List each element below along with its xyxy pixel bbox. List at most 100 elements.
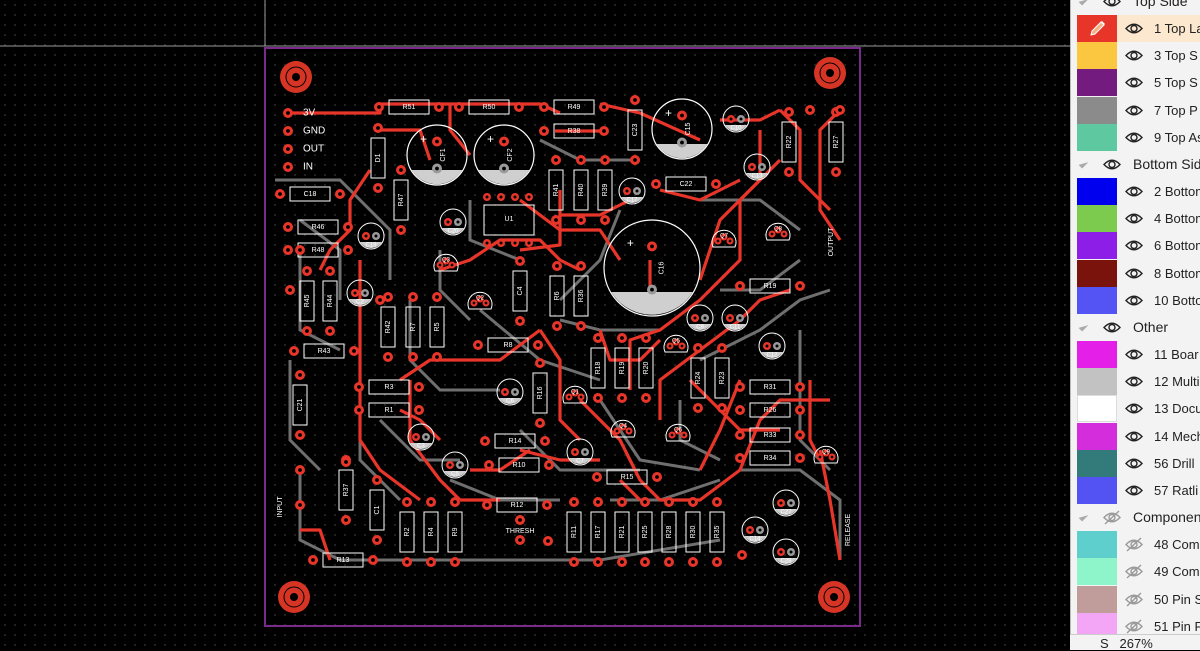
layer-row[interactable]: 9 Top As — [1077, 123, 1200, 151]
layer-row[interactable]: 5 Top S — [1077, 69, 1200, 97]
eye-icon[interactable] — [1125, 21, 1143, 36]
layer-group-title: Other — [1133, 319, 1169, 335]
layer-row[interactable]: 57 Ratli — [1077, 477, 1200, 504]
eye-icon[interactable] — [1103, 0, 1121, 9]
collapse-triangle-icon[interactable] — [1078, 321, 1089, 332]
collapse-triangle-icon[interactable] — [1078, 158, 1089, 169]
collapse-triangle-icon[interactable] — [1078, 0, 1089, 6]
eye-icon[interactable] — [1125, 48, 1143, 63]
layer-color-swatch[interactable] — [1077, 96, 1117, 124]
layer-row[interactable]: 8 Bottom — [1077, 259, 1200, 287]
component-outline — [781, 121, 797, 163]
layer-group-other[interactable]: Other — [1071, 314, 1200, 341]
component-ref: R16 — [537, 386, 544, 399]
eye-hidden-icon[interactable] — [1125, 619, 1143, 634]
layer-row[interactable]: 50 Pin S — [1077, 585, 1200, 613]
layer-color-swatch[interactable] — [1077, 449, 1117, 477]
pad-hole — [386, 295, 390, 299]
pad-hole — [286, 111, 290, 115]
eye-hidden-icon[interactable] — [1125, 537, 1143, 552]
eye-icon[interactable] — [1125, 266, 1143, 281]
pad-hole — [682, 433, 686, 437]
layer-color-swatch[interactable] — [1077, 368, 1117, 396]
pad-hole — [670, 433, 674, 437]
layer-color-swatch[interactable] — [1077, 178, 1117, 205]
layer-row[interactable]: 12 Multi — [1077, 368, 1200, 396]
layer-color-swatch[interactable] — [1077, 69, 1117, 97]
pad-hole — [444, 259, 448, 263]
eye-icon[interactable] — [1103, 157, 1121, 172]
eye-icon[interactable] — [1125, 211, 1143, 226]
layer-group-bottom-side[interactable]: Bottom Side — [1071, 151, 1200, 178]
layer-row[interactable]: 10 Botto — [1077, 286, 1200, 314]
bottom-trace — [298, 250, 341, 352]
layer-color-swatch[interactable] — [1077, 531, 1117, 559]
layer-row[interactable]: 4 Bottom — [1077, 205, 1200, 233]
eye-icon[interactable] — [1125, 293, 1143, 308]
component-ref: R19 — [619, 361, 626, 374]
layer-row[interactable]: 13 Docu — [1077, 395, 1200, 423]
layer-label: 14 Mech — [1154, 428, 1200, 444]
eye-icon[interactable] — [1125, 130, 1143, 145]
eye-icon[interactable] — [1125, 429, 1143, 444]
layer-row[interactable]: 51 Pin F — [1077, 612, 1200, 640]
layer-color-swatch[interactable] — [1077, 558, 1117, 586]
layer-color-swatch[interactable] — [1077, 477, 1117, 504]
eye-icon[interactable] — [1125, 374, 1143, 389]
layer-color-swatch[interactable] — [1077, 422, 1117, 450]
layer-color-swatch[interactable] — [1077, 259, 1117, 287]
eye-icon[interactable] — [1125, 483, 1143, 498]
eye-icon[interactable] — [1125, 75, 1143, 90]
layer-row[interactable]: 11 Boar — [1077, 341, 1200, 368]
eye-hidden-icon[interactable] — [1103, 510, 1121, 525]
layer-row[interactable]: 2 Bottom — [1077, 178, 1200, 205]
layer-color-swatch[interactable] — [1077, 585, 1117, 613]
layer-row[interactable]: 14 Mech — [1077, 422, 1200, 450]
layer-row[interactable]: 56 Drill — [1077, 449, 1200, 477]
layer-color-swatch[interactable] — [1077, 123, 1117, 151]
layer-row[interactable]: 48 Com — [1077, 531, 1200, 559]
eye-icon[interactable] — [1125, 456, 1143, 471]
cap-polarity — [360, 242, 382, 249]
layer-row[interactable]: 3 Top S — [1077, 42, 1200, 70]
layer-row[interactable]: 7 Top P — [1077, 96, 1200, 124]
component-ref: R1 — [385, 407, 394, 414]
component-outline — [303, 343, 345, 359]
eye-icon[interactable] — [1125, 103, 1143, 118]
layer-row[interactable]: 1 Top La — [1077, 15, 1200, 42]
pad-hole — [371, 558, 375, 562]
pad-hole — [789, 550, 793, 554]
layer-color-swatch[interactable] — [1077, 232, 1117, 260]
layer-row[interactable]: 49 Com — [1077, 558, 1200, 586]
eye-icon[interactable] — [1125, 184, 1143, 199]
layer-color-swatch[interactable] — [1077, 341, 1117, 368]
eye-icon[interactable] — [1125, 238, 1143, 253]
pad-hole — [499, 241, 503, 245]
zoom-level[interactable]: 267% — [1119, 636, 1153, 651]
pad-hole — [328, 269, 332, 273]
layer-color-swatch[interactable] — [1077, 395, 1117, 423]
eye-icon[interactable] — [1103, 320, 1121, 335]
layer-color-swatch[interactable] — [1077, 286, 1117, 314]
eye-icon[interactable] — [1125, 401, 1143, 416]
layer-color-swatch[interactable] — [1077, 42, 1117, 70]
layer-color-swatch[interactable] — [1077, 205, 1117, 233]
collapse-triangle-icon[interactable] — [1078, 511, 1089, 522]
layer-group-top-side[interactable]: Top Side — [1071, 0, 1200, 15]
layer-row[interactable]: 6 Bottom — [1077, 232, 1200, 260]
pad-hole — [438, 263, 442, 267]
component-ref: R18 — [595, 361, 602, 374]
pad-hole — [405, 500, 409, 504]
eye-hidden-icon[interactable] — [1125, 564, 1143, 579]
component-ref: C13 — [751, 174, 763, 180]
component-ref: CF2 — [507, 148, 514, 161]
eye-hidden-icon[interactable] — [1125, 592, 1143, 607]
layer-group-componen[interactable]: Componen — [1071, 504, 1200, 531]
pad-hole — [555, 264, 559, 268]
pad-hole — [298, 468, 302, 472]
component-outline — [709, 511, 725, 553]
eye-icon[interactable] — [1125, 347, 1143, 362]
pad-hole — [668, 344, 672, 348]
